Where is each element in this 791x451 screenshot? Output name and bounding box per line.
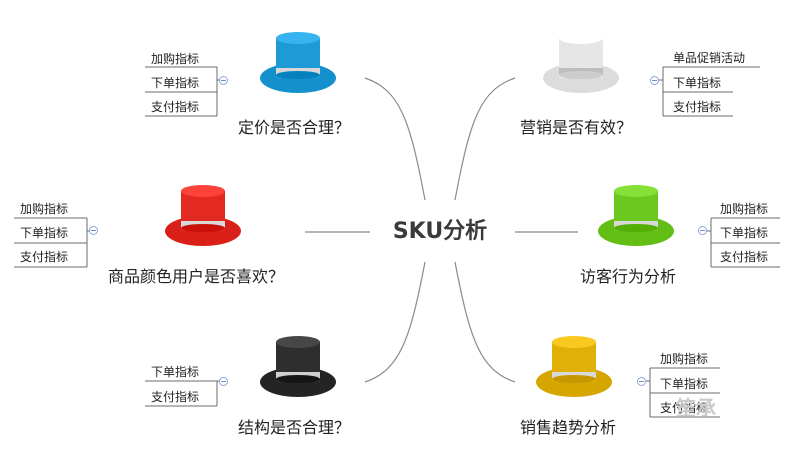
- list-item[interactable]: 下单指标: [720, 226, 769, 240]
- list-item[interactable]: 支付指标: [660, 401, 709, 415]
- collapse-toggle[interactable]: [637, 377, 646, 386]
- topic-structure[interactable]: 结构是否合理？: [238, 418, 351, 437]
- central-topic: SKU分析: [392, 219, 488, 244]
- blue-hat-icon: [258, 30, 338, 98]
- collapse-toggle[interactable]: [219, 377, 228, 386]
- list-item[interactable]: 下单指标: [673, 76, 722, 90]
- list-item[interactable]: 下单指标: [151, 76, 200, 90]
- topic-color[interactable]: 商品颜色用户是否喜欢？: [108, 267, 285, 286]
- gold-hat-icon: [534, 334, 614, 402]
- red-hat-icon: [163, 183, 243, 251]
- topic-pricing[interactable]: 定价是否合理？: [238, 118, 351, 137]
- topic-visitor[interactable]: 访客行为分析: [580, 267, 677, 286]
- white-hat-icon: [541, 30, 621, 98]
- topic-marketing[interactable]: 营销是否有效？: [520, 118, 633, 137]
- collapse-toggle[interactable]: [89, 226, 98, 235]
- list-item[interactable]: 支付指标: [151, 100, 200, 114]
- list-item[interactable]: 下单指标: [660, 377, 709, 391]
- collapse-toggle[interactable]: [650, 76, 659, 85]
- green-hat-icon: [596, 183, 676, 251]
- list-item[interactable]: 支付指标: [151, 390, 200, 404]
- collapse-toggle[interactable]: [698, 226, 707, 235]
- list-item[interactable]: 支付指标: [20, 250, 69, 264]
- list-item[interactable]: 加购指标: [720, 202, 769, 216]
- list-item[interactable]: 加购指标: [20, 202, 69, 216]
- list-item[interactable]: 加购指标: [151, 52, 200, 66]
- watermark: 笙承: [676, 396, 716, 420]
- list-item[interactable]: 下单指标: [151, 365, 200, 379]
- topic-trend[interactable]: 销售趋势分析: [520, 418, 617, 437]
- black-hat-icon: [258, 334, 338, 402]
- list-item[interactable]: 单品促销活动: [673, 51, 746, 65]
- list-item[interactable]: 加购指标: [660, 352, 709, 366]
- collapse-toggle[interactable]: [219, 76, 228, 85]
- list-item[interactable]: 支付指标: [673, 100, 722, 114]
- list-item[interactable]: 支付指标: [720, 250, 769, 264]
- list-item[interactable]: 下单指标: [20, 226, 69, 240]
